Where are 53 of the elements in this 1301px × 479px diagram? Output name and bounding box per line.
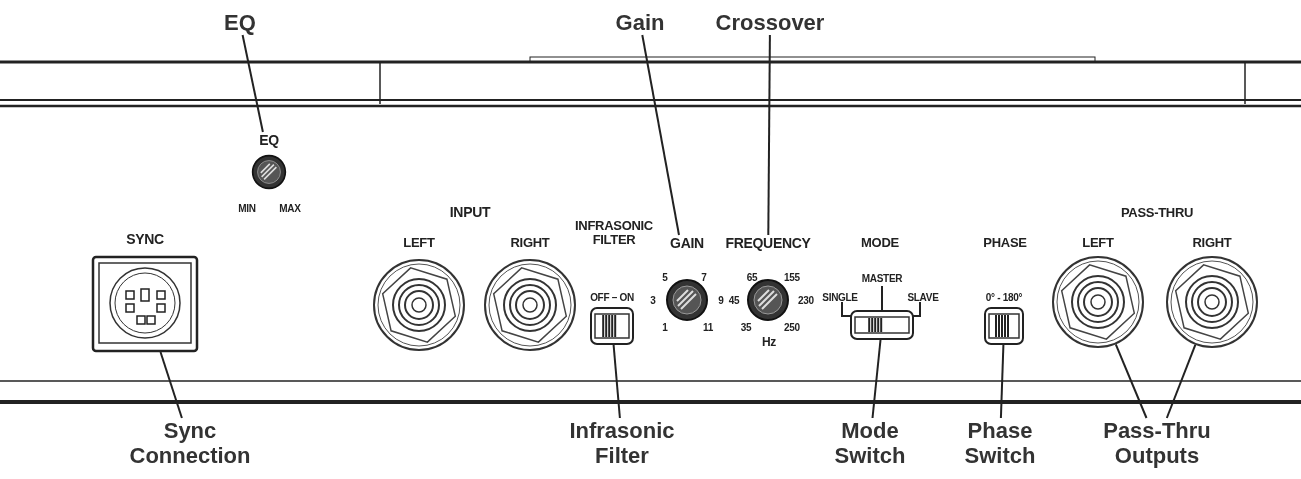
panel-label: MODE xyxy=(861,235,899,251)
scale-mark: 11 xyxy=(703,321,713,333)
panel-label: FREQUENCY xyxy=(725,235,811,251)
leader-line xyxy=(767,34,771,236)
scale-mark: 1 xyxy=(662,321,668,333)
leader-line xyxy=(1114,343,1148,419)
leader-line xyxy=(641,34,680,236)
callout-label: Phase Switch xyxy=(960,418,1040,468)
leader-line xyxy=(159,351,183,419)
panel-label: SINGLE xyxy=(822,291,858,303)
panel-label: INFRASONIC FILTER xyxy=(574,218,654,248)
connector-socket-icon xyxy=(92,256,198,352)
scale-mark: MAX xyxy=(279,202,301,214)
slide-switch-icon xyxy=(590,307,634,345)
leader-line xyxy=(871,339,882,419)
panel-label: SLAVE xyxy=(907,291,939,303)
callout-label: Mode Switch xyxy=(830,418,910,468)
slide-switch-icon xyxy=(984,307,1024,345)
scale-mark: 250 xyxy=(784,321,800,333)
jack-socket-icon xyxy=(1165,255,1259,349)
panel-label: SYNC xyxy=(126,232,164,248)
leader-line xyxy=(1165,343,1197,419)
callout-label: Crossover xyxy=(705,10,835,35)
scale-mark: 155 xyxy=(784,271,800,283)
slide-switch-icon xyxy=(850,310,914,340)
panel-label: RIGHT xyxy=(510,235,550,251)
leader-line xyxy=(999,344,1005,419)
scale-mark: MIN xyxy=(238,202,256,214)
callout-label: Sync Connection xyxy=(105,418,275,468)
callout-label: EQ xyxy=(200,10,280,35)
panel-label: EQ xyxy=(259,132,279,148)
panel-label: INPUT xyxy=(449,205,491,221)
jack-socket-icon xyxy=(1051,255,1145,349)
scale-mark: 9 xyxy=(718,294,724,306)
leader-line xyxy=(612,344,621,419)
callout-label: Pass-Thru Outputs xyxy=(1092,418,1222,468)
scale-mark: 3 xyxy=(650,294,656,306)
scale-mark: 5 xyxy=(662,271,668,283)
scale-mark: 230 xyxy=(798,294,814,306)
panel-label: Hz xyxy=(761,336,777,350)
leader-line xyxy=(241,34,264,133)
panel-label: LEFT xyxy=(1082,235,1114,251)
panel-label: RIGHT xyxy=(1192,235,1232,251)
scale-mark: 65 xyxy=(746,271,758,283)
panel-label: GAIN xyxy=(670,235,704,251)
panel-label: LEFT xyxy=(403,235,435,251)
callout-label: Infrasonic Filter xyxy=(562,418,682,468)
scale-mark: 45 xyxy=(728,294,740,306)
scale-mark: 35 xyxy=(740,321,752,333)
callout-label: Gain xyxy=(600,10,680,35)
panel-label: PHASE xyxy=(983,235,1027,251)
scale-mark: 7 xyxy=(701,271,707,283)
panel-label: PASS-THRU xyxy=(1120,205,1194,221)
